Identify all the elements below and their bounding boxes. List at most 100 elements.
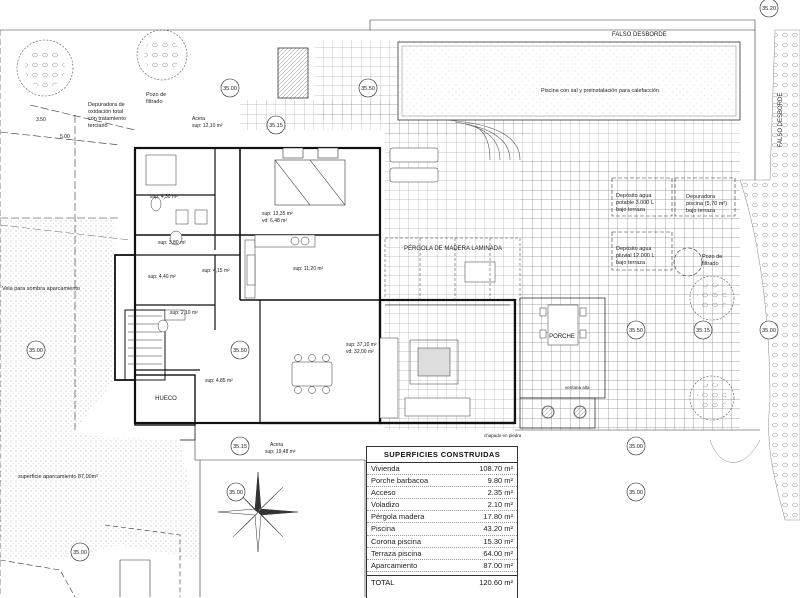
level-marker [759, 0, 779, 18]
svg-text:bajo terraza: bajo terraza [686, 208, 716, 214]
room-area-label: vd: 6,48 m² [262, 218, 287, 224]
bed [274, 147, 346, 206]
svg-text:sup: 19,48 m²: sup: 19,48 m² [265, 449, 296, 455]
room-area-label: sup: 2,10 m² [170, 310, 198, 316]
total-value: 120.60 m² [479, 577, 513, 587]
garden-bushes-right [709, 29, 800, 521]
pergola-label: PÉRGOLA DE MADERA LAMINADA [404, 245, 502, 252]
falso-desborde-top-label: FALSO DESBORDE [612, 32, 667, 38]
level-label: 35.00 [762, 328, 776, 334]
hueco-label: HUECO [155, 396, 177, 402]
svg-text:chapado en piedra: chapado en piedra [484, 433, 522, 438]
svg-text:sup: 12,10 m²: sup: 12,10 m² [192, 123, 223, 129]
lower-boundary [104, 429, 760, 597]
svg-text:con tratamiento: con tratamiento [88, 116, 126, 122]
outdoor-shower [277, 47, 309, 99]
stairs [128, 315, 162, 365]
level-marker [626, 436, 646, 456]
pool [370, 29, 755, 161]
level-labels: 35.20 35.00 35.50 35.15 35.00 35.50 35.5… [29, 6, 776, 556]
svg-text:3.50: 3.50 [36, 117, 46, 123]
svg-text:ventana alta: ventana alta [565, 385, 590, 390]
svg-text:Acera: Acera [270, 442, 283, 448]
svg-text:filtrado: filtrado [146, 99, 163, 105]
tank-boxes [611, 177, 736, 277]
level-marker [358, 78, 378, 98]
plan-labels: FALSO DESBORDE FALSO DESBORDE Piscina co… [2, 32, 784, 480]
level-markers [26, 0, 779, 562]
room-area-label: sup: 11,20 m² [293, 266, 324, 272]
svg-text:bajo terraza: bajo terraza [616, 207, 646, 213]
svg-text:superficie aparcamiento 87,00m: superficie aparcamiento 87,00m² [18, 474, 98, 480]
svg-text:terciario: terciario [88, 123, 108, 129]
level-label: 35.00 [229, 490, 243, 496]
level-label: 35.00 [73, 550, 87, 556]
garden-left [0, 218, 200, 560]
svg-text:potable 3.000 L: potable 3.000 L [616, 200, 654, 206]
bathroom-fixtures [145, 154, 208, 333]
surfaces-table-title: SUPERFICIES CONSTRUIDAS [367, 447, 517, 463]
level-label: 35.20 [762, 6, 776, 12]
svg-text:Acera: Acera [192, 116, 205, 122]
level-label: 35.00 [629, 444, 643, 450]
level-label: 35.50 [361, 86, 375, 92]
level-label: 35.15 [233, 444, 247, 450]
falso-desborde-right-label: FALSO DESBORDE [778, 93, 784, 148]
level-label: 35.00 [223, 86, 237, 92]
room-area-label: sup: 4,40 m² [148, 274, 176, 280]
room-area-label: sup: 13,35 m² [262, 211, 293, 217]
level-label: 35.50 [233, 348, 247, 354]
svg-text:pluvial 12.000 L: pluvial 12.000 L [616, 253, 655, 259]
svg-text:filtrado: filtrado [702, 261, 719, 267]
level-marker [230, 340, 250, 360]
svg-text:Depósito agua: Depósito agua [616, 193, 652, 199]
svg-text:Pozo de: Pozo de [702, 254, 722, 260]
level-label: 35.50 [629, 328, 643, 334]
level-label: 35.00 [629, 490, 643, 496]
room-area-label: sup: 4,15 m² [202, 268, 230, 274]
level-marker [220, 78, 240, 98]
outdoor-furniture [389, 147, 587, 346]
svg-text:piscina (5,70 m²): piscina (5,70 m²) [686, 201, 727, 207]
porche [519, 297, 606, 429]
level-marker [26, 340, 46, 360]
room-area-label: sup: 4,30 m² [150, 194, 178, 200]
level-label: 35.15 [696, 328, 710, 334]
living-furniture [291, 337, 471, 419]
svg-text:Vela para sombra aparcamiento: Vela para sombra aparcamiento [2, 286, 80, 292]
kitchen-counters [244, 234, 316, 299]
svg-text:Pozo de: Pozo de [146, 92, 166, 98]
terrace-tiles [240, 40, 740, 430]
level-marker [70, 542, 90, 562]
room-area-label: vd: 32,00 m² [346, 349, 374, 355]
svg-text:oxidación total: oxidación total [88, 109, 123, 115]
room-area-label: sup: 3,80 m² [158, 240, 186, 246]
room-area-label: sup: 4,85 m² [205, 378, 233, 384]
room-area-label: sup: 37,10 m² [346, 342, 377, 348]
compass-rose-icon [217, 471, 299, 553]
room-area-labels: sup: 4,30 m² sup: 13,35 m² vd: 6,48 m² s… [148, 194, 377, 384]
level-marker [626, 482, 646, 502]
level-marker [266, 115, 286, 135]
svg-text:bajo terraza: bajo terraza [616, 260, 646, 266]
svg-text:Depuradora de: Depuradora de [88, 102, 125, 108]
total-label: TOTAL [371, 577, 395, 587]
level-marker [626, 320, 646, 340]
porche-label: PORCHE [549, 334, 575, 340]
svg-text:Depuradora: Depuradora [686, 194, 716, 200]
svg-text:5.00: 5.00 [60, 134, 70, 140]
level-marker [759, 320, 779, 340]
level-marker [693, 320, 713, 340]
pool-label: Piscina con sal y preinstalación para ca… [541, 88, 659, 94]
